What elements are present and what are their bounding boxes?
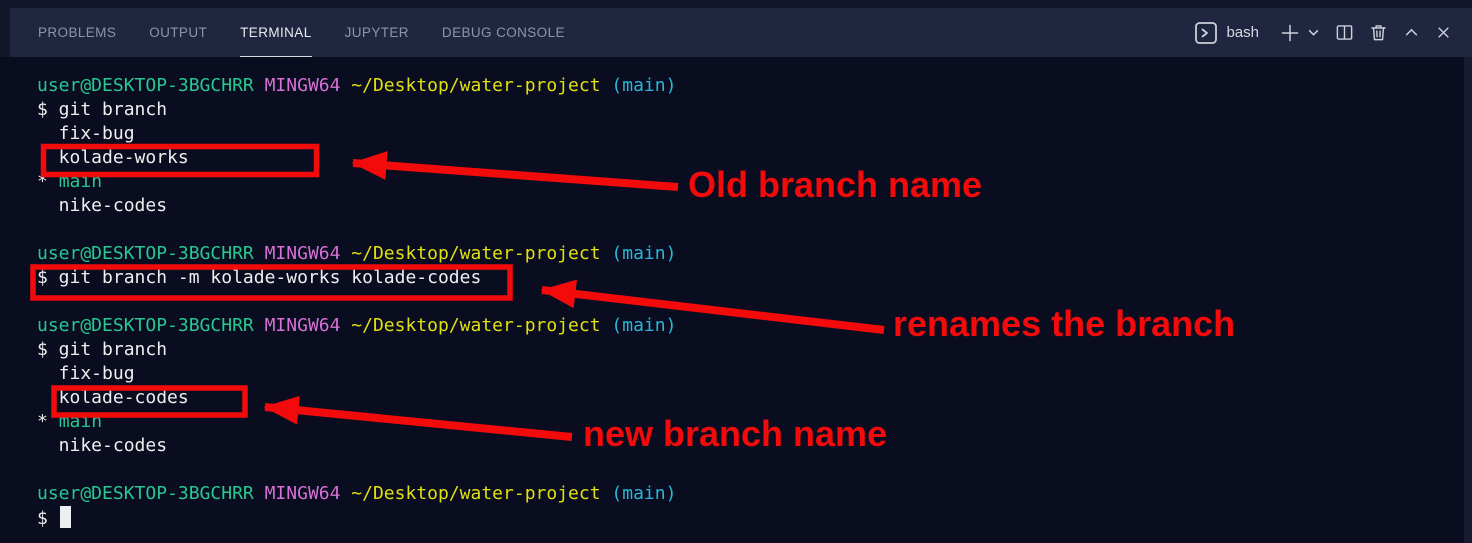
tab-debug-console[interactable]: DEBUG CONSOLE <box>441 25 565 40</box>
terminal-line: fix-bug <box>37 363 135 384</box>
terminal-line: user@DESKTOP-3BGCHRR MINGW64 ~/Desktop/w… <box>37 243 677 264</box>
kill-terminal-trash-button[interactable] <box>1369 23 1388 42</box>
tab-terminal[interactable]: TERMINAL <box>240 8 311 57</box>
terminal-line: fix-bug <box>37 123 135 144</box>
close-panel-button[interactable] <box>1435 24 1452 41</box>
terminal-line: user@DESKTOP-3BGCHRR MINGW64 ~/Desktop/w… <box>37 483 677 504</box>
terminal-line: nike-codes <box>37 195 168 216</box>
terminal-line: $ git branch <box>37 99 168 120</box>
terminal-line: $ <box>37 506 1472 530</box>
terminal-dropdown-chevron-icon[interactable] <box>1307 26 1320 39</box>
terminal-shell-icon <box>1194 21 1218 45</box>
tab-jupyter[interactable]: JUPYTER <box>344 25 409 40</box>
panel-left-edge <box>0 8 10 57</box>
terminal-scrollbar[interactable] <box>1464 57 1472 543</box>
shell-name-label: bash <box>1226 24 1259 41</box>
terminal-line: * main <box>37 411 103 432</box>
terminal-line: nike-codes <box>37 435 168 456</box>
panel-top-edge <box>0 0 1472 8</box>
tab-output[interactable]: OUTPUT <box>149 25 208 40</box>
terminal-line: kolade-codes <box>37 387 189 408</box>
tab-problems[interactable]: PROBLEMS <box>38 25 117 40</box>
terminal-line: $ git branch -m kolade-works kolade-code… <box>37 267 482 288</box>
new-terminal-button[interactable] <box>1280 23 1300 43</box>
terminal-line: user@DESKTOP-3BGCHRR MINGW64 ~/Desktop/w… <box>37 75 677 96</box>
terminal-cursor <box>59 506 71 528</box>
terminal-line <box>37 218 1472 242</box>
terminal-line: * main <box>37 171 103 192</box>
terminal-output[interactable]: user@DESKTOP-3BGCHRR MINGW64 ~/Desktop/w… <box>0 57 1472 543</box>
split-terminal-button[interactable] <box>1335 23 1354 42</box>
terminal-line <box>37 290 1472 314</box>
terminal-line <box>37 458 1472 482</box>
terminal-line: kolade-works <box>37 147 189 168</box>
panel-actions: bash <box>1194 8 1472 57</box>
terminal-line: $ git branch <box>37 339 168 360</box>
panel-tabs: PROBLEMS OUTPUT TERMINAL JUPYTER DEBUG C… <box>0 8 565 57</box>
active-shell[interactable]: bash <box>1194 21 1259 45</box>
maximize-panel-chevron-up-button[interactable] <box>1403 24 1420 41</box>
panel-header: PROBLEMS OUTPUT TERMINAL JUPYTER DEBUG C… <box>0 8 1472 57</box>
terminal-line: user@DESKTOP-3BGCHRR MINGW64 ~/Desktop/w… <box>37 315 677 336</box>
